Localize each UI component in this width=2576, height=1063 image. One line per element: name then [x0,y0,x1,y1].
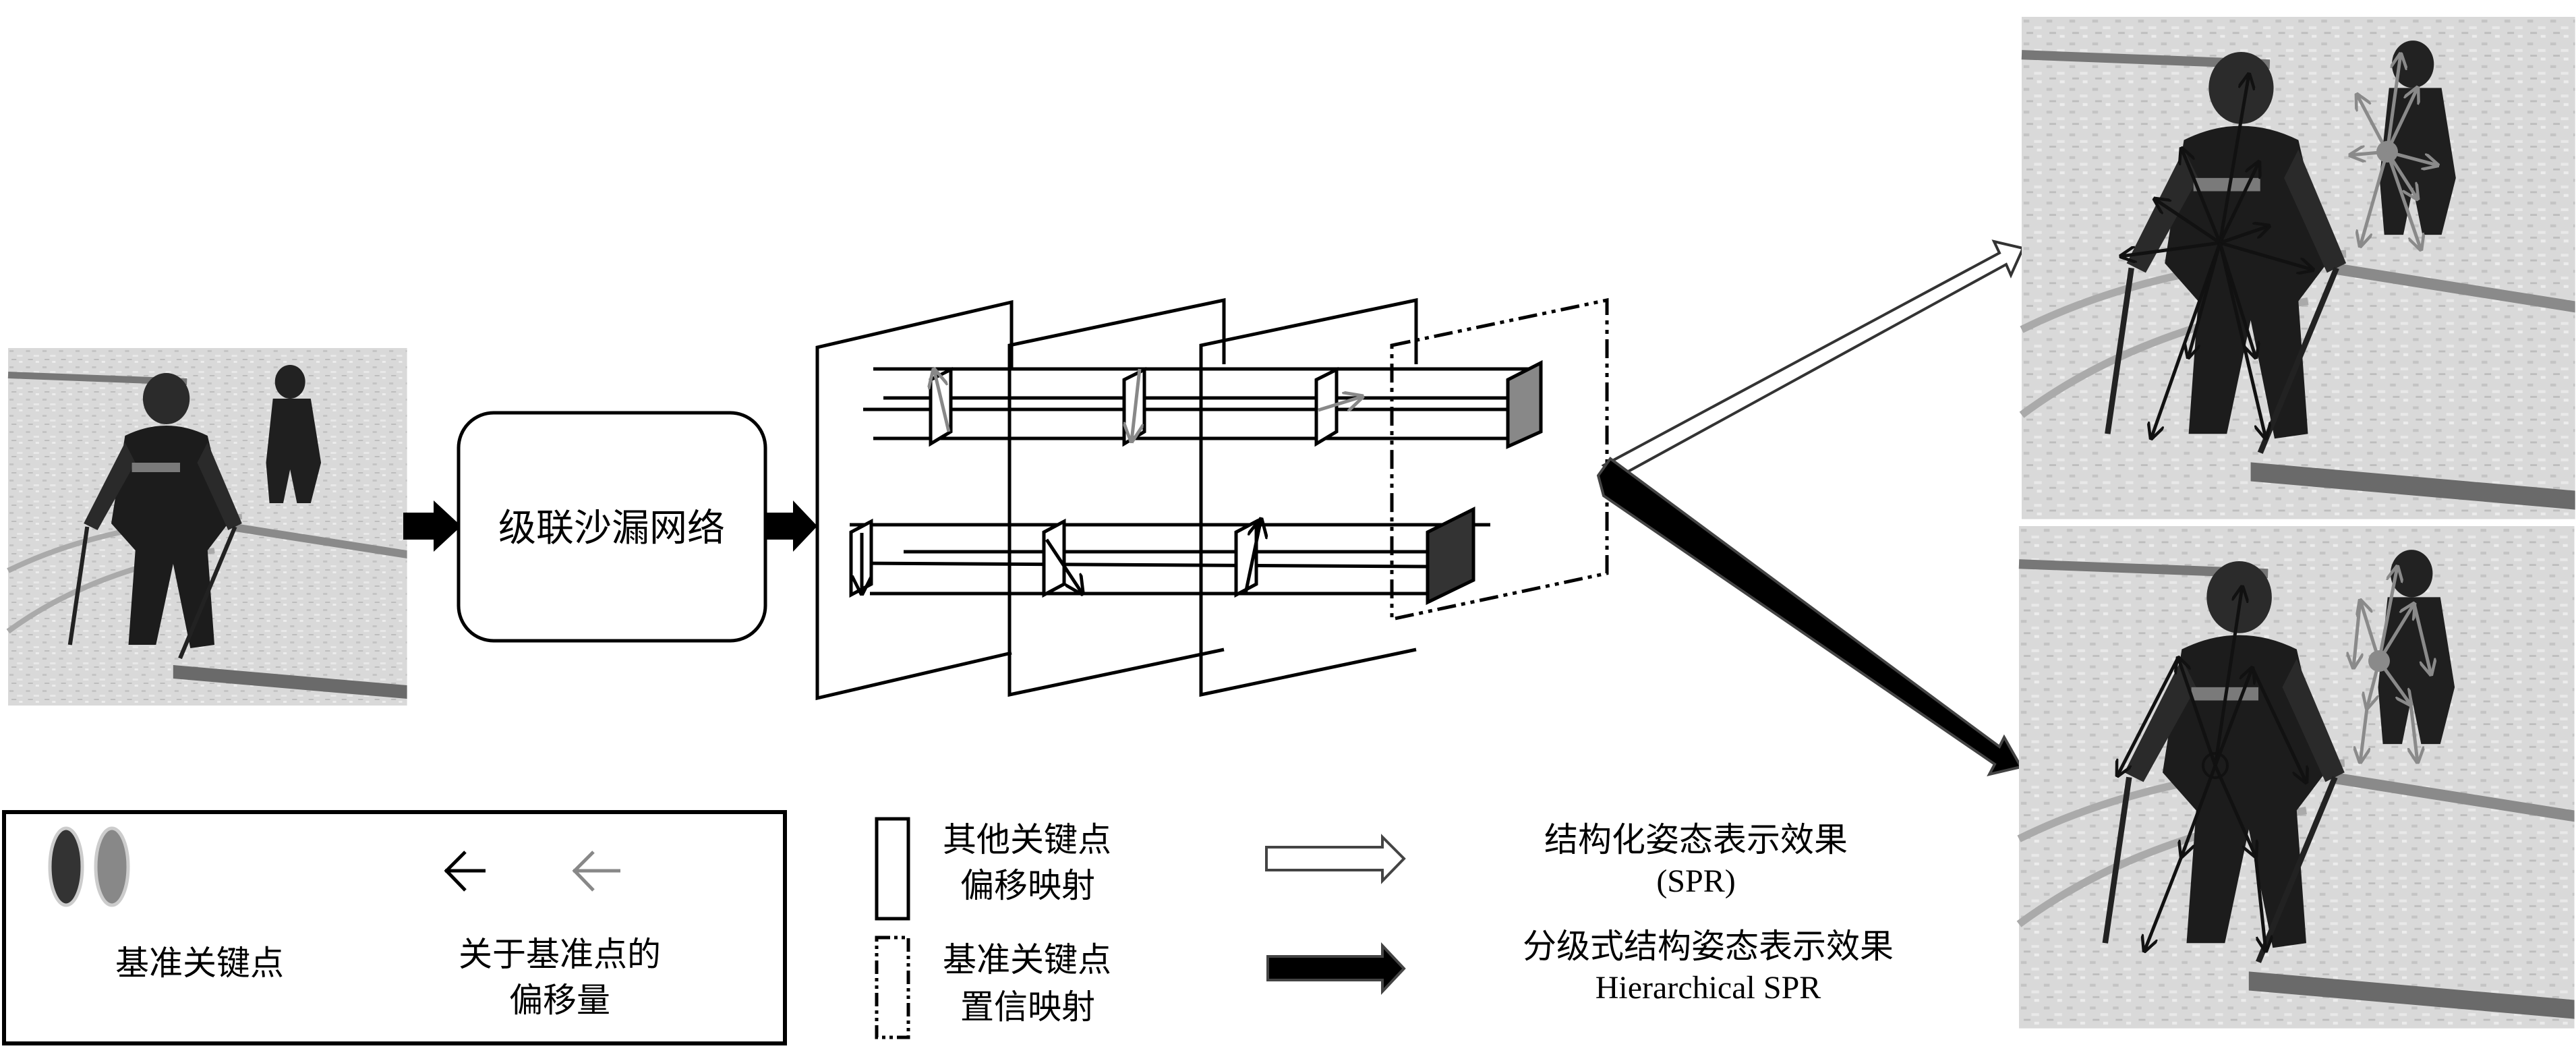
legend-map-types: 其他关键点 偏移映射 基准关键点 置信映射 [875,817,1111,1039]
dark-offset-arrow-swatch [444,851,486,892]
gray-offset-arrow-swatch [572,851,620,892]
offset-label-line2: 偏移量 [509,981,610,1020]
gray-keypoint-group [863,360,1543,449]
hierarchical-spr-label-line1: 分级式结构姿态表示效果 [1523,927,1894,966]
legend-result-types: 结构化姿态表示效果 (SPR) 分级式结构姿态表示效果 Hierarchical… [1265,820,1894,1006]
offset-label-line1: 关于基准点的 [459,935,661,974]
cascaded-hourglass-network-block: 级联沙漏网络 [457,411,767,643]
spr-result-photo [2022,17,2575,519]
offset-map-plane-1 [815,299,1014,701]
confidence-map-label-line1: 基准关键点 [943,940,1111,979]
hierarchical-spr-result-photo [2019,526,2575,1029]
offset-map-label-line1: 其他关键点 [943,820,1111,859]
gray-baseline-confidence-patch [1506,360,1543,449]
offset-map-plane-3 [1199,297,1418,697]
spr-arrow-swatch [1265,834,1406,884]
dark-baseline-keypoint-swatch [48,826,84,907]
spr-label-line1: 结构化姿态表示效果 [1544,820,1848,859]
baseline-keypoint-label: 基准关键点 [115,944,284,983]
dark-baseline-confidence-patch [1426,506,1475,605]
hierarchical-spr-arrow-swatch [1266,942,1406,996]
network-block-label: 级联沙漏网络 [498,507,725,550]
arrow-to-feature-maps [766,500,817,552]
offset-map-swatch [875,817,910,921]
gray-baseline-keypoint-swatch [94,826,130,907]
input-skiing-photo [8,348,407,706]
offset-map-plane-2 [1007,297,1226,697]
hierarchical-spr-label-line2: Hierarchical SPR [1596,970,1821,1006]
spr-label-line2: (SPR) [1656,863,1735,899]
arrow-to-network [403,500,461,552]
confidence-map-label-line2: 置信映射 [960,987,1095,1027]
confidence-map-swatch [875,936,910,1039]
offset-map-label-line2: 偏移映射 [960,866,1095,905]
hierarchical-spr-solid-arrow [1596,457,2024,776]
dark-keypoint-group [849,506,1490,605]
legend-keypoints-box: 基准关键点 关于基准点的 偏移量 [2,810,787,1045]
feature-map-stack [815,297,1609,701]
confidence-map-plane [1390,297,1609,622]
spr-hollow-arrow [1601,239,2025,480]
